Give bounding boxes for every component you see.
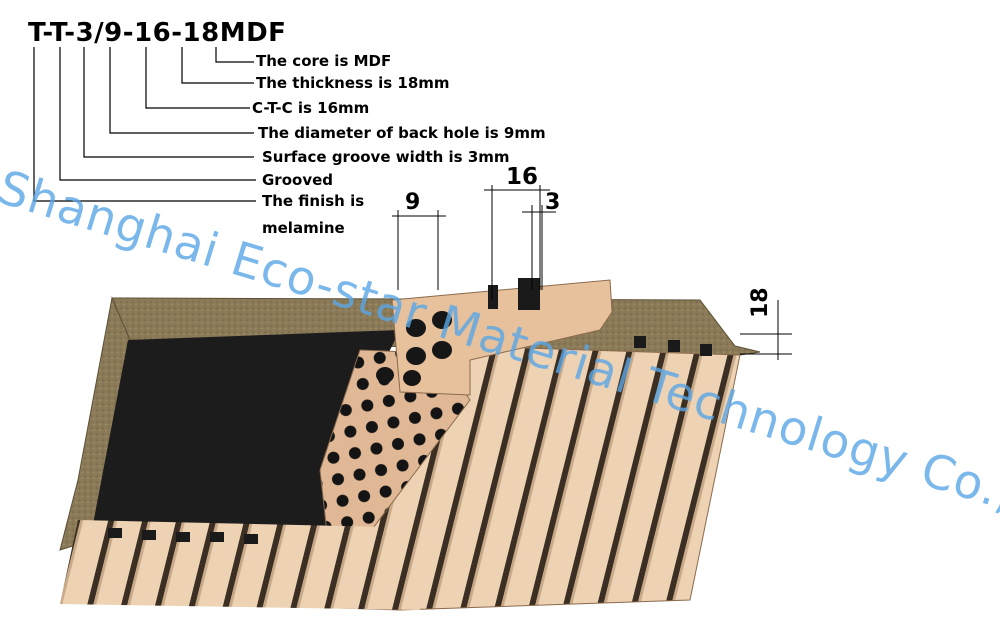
- legend-hole: The diameter of back hole is 9mm: [258, 124, 546, 142]
- legend-finish-value: melamine: [262, 219, 345, 237]
- cross-section-block: [391, 279, 613, 396]
- dimension-lines: [392, 185, 792, 360]
- bottom-notches: [108, 528, 258, 544]
- legend-thickness: The thickness is 18mm: [256, 74, 450, 92]
- legend-finish: The finish is: [262, 192, 365, 210]
- dim-hole-diameter: 9: [405, 190, 421, 215]
- dim-groove-width: 3: [545, 190, 561, 215]
- leader-lines: [33, 47, 256, 202]
- legend-core: The core is MDF: [256, 52, 392, 70]
- edge-notches: [634, 336, 712, 356]
- melamine-face-lower: [60, 520, 430, 610]
- legend-groove: Surface groove width is 3mm: [262, 148, 510, 166]
- dim-ctc: 16: [506, 164, 539, 190]
- surface-grooves: [488, 278, 540, 310]
- dim-thickness: 18: [748, 287, 773, 318]
- fabric-backing: [90, 330, 400, 560]
- product-code: T-T-3/9-16-18MDF: [28, 18, 287, 48]
- legend-ctc: C-T-C is 16mm: [252, 99, 370, 117]
- legend-grooved: Grooved: [262, 171, 334, 189]
- back-holes: [376, 311, 452, 386]
